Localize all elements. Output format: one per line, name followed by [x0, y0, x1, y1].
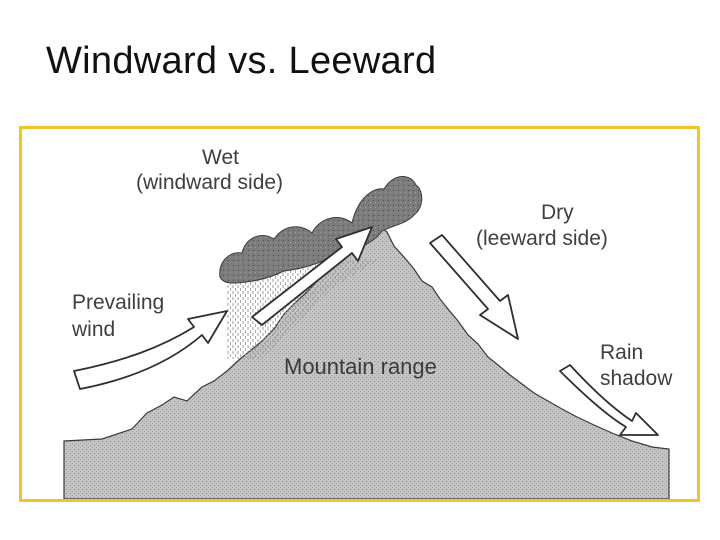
slide-title: Windward vs. Leeward — [46, 42, 436, 80]
label-leeward-side: (leeward side) — [476, 227, 608, 250]
label-dry: Dry — [541, 201, 574, 224]
label-mountain-range: Mountain range — [284, 354, 437, 379]
label-windward-side: (windward side) — [136, 171, 283, 194]
label-prevailing: Prevailing — [72, 291, 164, 314]
label-wet: Wet — [202, 146, 239, 169]
label-shadow: shadow — [600, 367, 673, 390]
label-rain: Rain — [600, 341, 643, 364]
label-wind: wind — [71, 318, 115, 341]
diagram-frame: Wet (windward side) Dry (leeward side) P… — [19, 126, 700, 502]
rain-shadow-diagram: Wet (windward side) Dry (leeward side) P… — [22, 129, 697, 499]
